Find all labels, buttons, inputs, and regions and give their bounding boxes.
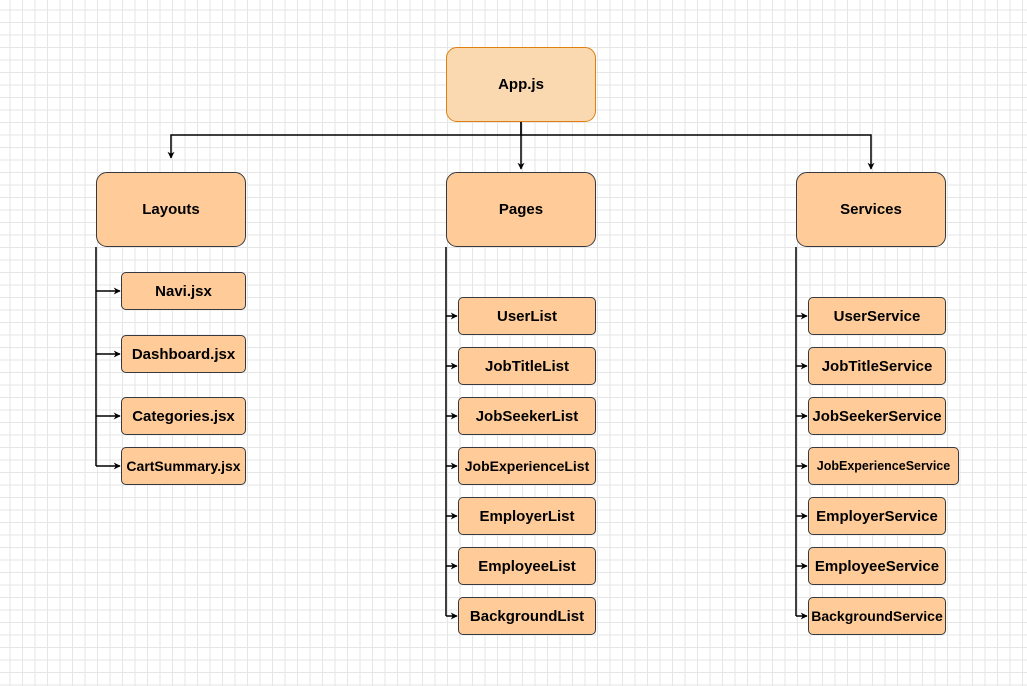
node-jobtitlelist[interactable]: JobTitleList bbox=[458, 347, 596, 385]
node-jobseekerlist[interactable]: JobSeekerList bbox=[458, 397, 596, 435]
node-backgroundlist[interactable]: BackgroundList bbox=[458, 597, 596, 635]
node-layouts[interactable]: Layouts bbox=[96, 172, 246, 247]
node-userlist[interactable]: UserList bbox=[458, 297, 596, 335]
edge-root-to-services bbox=[521, 134, 875, 170]
node-app-js[interactable]: App.js bbox=[446, 47, 596, 122]
node-jobseekerservice[interactable]: JobSeekerService bbox=[808, 397, 946, 435]
node-employerservice[interactable]: EmployerService bbox=[808, 497, 946, 535]
node-backgroundservice[interactable]: BackgroundService bbox=[808, 597, 946, 635]
node-pages[interactable]: Pages bbox=[446, 172, 596, 247]
node-userservice[interactable]: UserService bbox=[808, 297, 946, 335]
node-navi-jsx[interactable]: Navi.jsx bbox=[121, 272, 246, 310]
node-employeelist[interactable]: EmployeeList bbox=[458, 547, 596, 585]
node-dashboard-jsx[interactable]: Dashboard.jsx bbox=[121, 335, 246, 373]
node-employeeservice[interactable]: EmployeeService bbox=[808, 547, 946, 585]
node-categories-jsx[interactable]: Categories.jsx bbox=[121, 397, 246, 435]
node-jobtitleservice[interactable]: JobTitleService bbox=[808, 347, 946, 385]
node-jobexperienceservice[interactable]: JobExperienceService bbox=[808, 447, 959, 485]
node-employerlist[interactable]: EmployerList bbox=[458, 497, 596, 535]
node-cartsummary-jsx[interactable]: CartSummary.jsx bbox=[121, 447, 246, 485]
edge-root-to-layouts bbox=[167, 122, 522, 159]
node-services[interactable]: Services bbox=[796, 172, 946, 247]
node-jobexperiencelist[interactable]: JobExperienceList bbox=[458, 447, 596, 485]
